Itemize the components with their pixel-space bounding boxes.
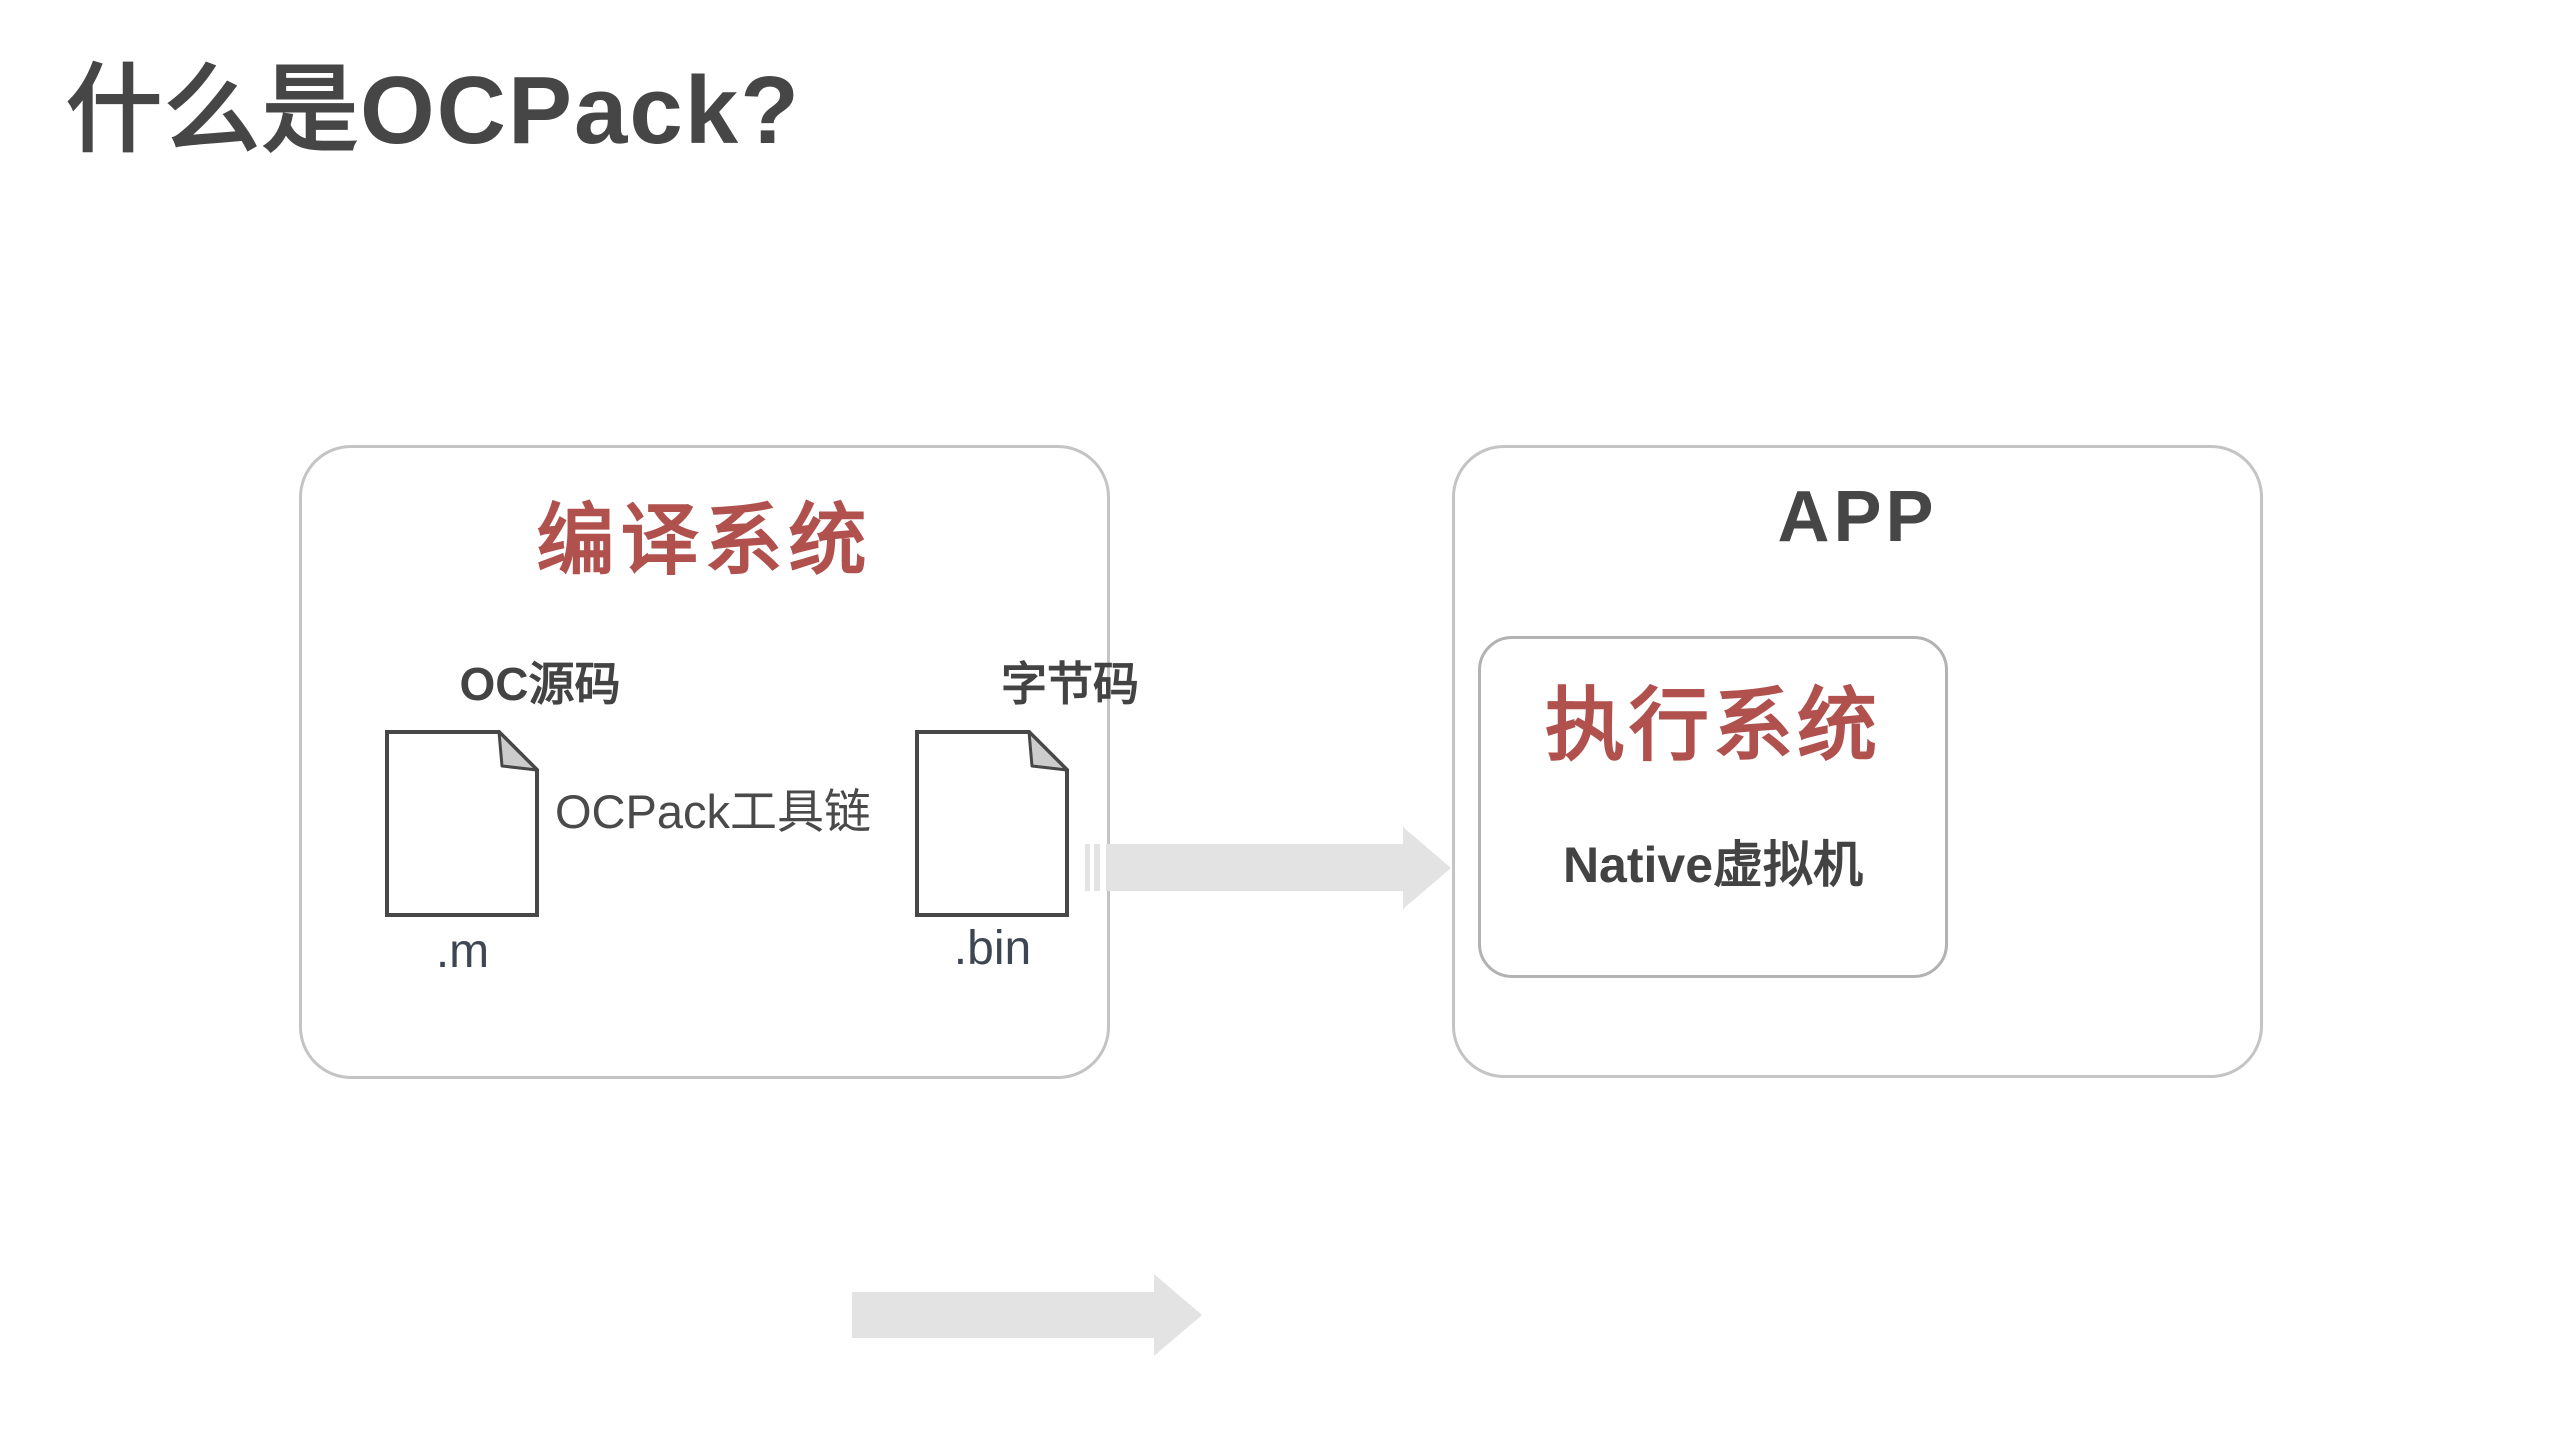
document-icon	[385, 729, 540, 918]
runtime-system-title: 执行系统	[1545, 681, 1881, 770]
arrow-tail-stripe	[1094, 844, 1100, 891]
runtime-system-box: 执行系统 Native虚拟机	[1478, 636, 1948, 978]
compile-system-box: 编译系统 OC源码 .m OCPack工具链 字节码 .bin	[299, 445, 1202, 1356]
source-file-extension: .m	[435, 925, 490, 978]
arrow-tail-stripe	[1085, 844, 1090, 891]
document-icon	[915, 729, 1070, 918]
toolchain-arrow	[852, 1274, 1202, 1356]
app-title: APP	[1777, 477, 1938, 557]
source-file-label: OC源码	[459, 658, 621, 710]
arrow-head	[1154, 1274, 1202, 1356]
toolchain-label: OCPack工具链	[555, 785, 871, 838]
bytecode-file-label: 字节码	[1001, 658, 1139, 710]
deploy-arrow	[1085, 826, 1452, 909]
compile-system-title: 编译系统	[536, 496, 873, 584]
bytecode-file-extension: .bin	[953, 922, 1032, 975]
page-title: 什么是OCPack?	[66, 57, 801, 164]
arrow-shaft	[852, 1292, 1155, 1338]
arrow-shaft	[1106, 844, 1404, 891]
arrow-head	[1403, 827, 1451, 909]
app-box: APP 执行系统 Native虚拟机	[1452, 445, 2263, 1078]
native-vm-label: Native虚拟机	[1562, 837, 1864, 893]
